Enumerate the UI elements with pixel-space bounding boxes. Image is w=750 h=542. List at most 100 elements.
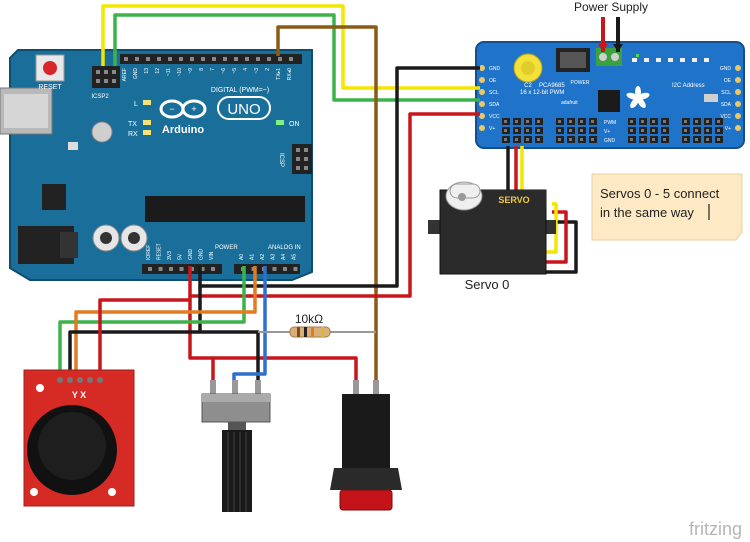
pwm-subtitle: 16 x 12-bit PWM <box>520 90 564 96</box>
digital-header[interactable] <box>120 54 302 64</box>
power-label: POWER <box>215 245 238 251</box>
digital-pin-hole[interactable] <box>157 57 161 61</box>
power-pin-label: RESET <box>157 243 163 260</box>
analog-pin-label: A1 <box>250 254 256 260</box>
icsp-label: ICSP <box>278 153 284 167</box>
note-line-2: in the same way <box>600 205 694 220</box>
analog-pin-hole[interactable] <box>283 267 287 271</box>
pwm-rail-label: V+ <box>604 129 610 135</box>
wire-pot-wiper-blue[interactable] <box>232 266 267 382</box>
analog-pin-hole[interactable] <box>293 267 298 271</box>
c2-label: C2 <box>524 83 532 89</box>
pwm-right-pin-label: GND <box>720 66 732 72</box>
pca9685-chip <box>598 90 620 112</box>
analog-pin-label: A2 <box>260 254 266 260</box>
power-pin-label: VIN <box>209 251 215 260</box>
digital-pin-label: GND <box>133 68 139 80</box>
pwm-left-pin-label: VCC <box>489 114 500 120</box>
wire-pot-5v-red[interactable] <box>188 296 215 382</box>
wire-pot-gnd-black[interactable] <box>198 286 260 382</box>
pwm-right-pin[interactable] <box>735 125 741 131</box>
digital-pin-hole[interactable] <box>201 57 205 61</box>
reset-label: RESET <box>38 84 62 91</box>
analog-header[interactable] <box>234 264 300 274</box>
analog-pin-label: A0 <box>239 254 245 260</box>
pwm-right-pin-label: SDA <box>721 102 732 108</box>
on-led-label: ON <box>289 121 300 128</box>
power-pin-hole[interactable] <box>190 267 194 271</box>
svg-text:+: + <box>191 104 196 114</box>
servo-icon[interactable]: SERVO <box>428 181 556 275</box>
digital-pin-label: ~5 <box>232 68 238 74</box>
digital-pin-hole[interactable] <box>190 57 194 61</box>
pwm-left-pin-label: SDA <box>489 102 500 108</box>
i2c-label: I2C Address <box>672 83 705 89</box>
analog-pin-hole[interactable] <box>272 267 277 271</box>
servo-brand-label: SERVO <box>498 195 529 205</box>
digital-pin-hole[interactable] <box>179 57 183 61</box>
digital-pin-label: ~11 <box>166 68 172 76</box>
digital-pin-hole[interactable] <box>256 57 260 61</box>
wire-button-brown[interactable] <box>276 25 378 380</box>
wire-joystick-green-a0[interactable] <box>58 266 246 382</box>
digital-pin-hole[interactable] <box>223 57 227 61</box>
pwm-left-pin[interactable] <box>479 77 485 83</box>
pwm-left-pin[interactable] <box>479 89 485 95</box>
pwm-right-pin-label: VCC <box>720 114 731 120</box>
wire-joystick-gnd-black[interactable] <box>68 330 200 382</box>
digital-pin-hole[interactable] <box>124 57 128 61</box>
pwm-left-pin-label: GND <box>489 66 501 72</box>
wire-joystick-vcc-red[interactable] <box>98 298 190 382</box>
pwm-right-pin[interactable] <box>735 89 741 95</box>
digital-pin-label: 12 <box>155 68 161 74</box>
power-pin-hole[interactable] <box>148 267 152 271</box>
pwm-left-pin-label: V+ <box>489 126 495 132</box>
wire-pwm-vcc-red[interactable] <box>188 112 480 298</box>
power-pin-hole[interactable] <box>200 267 205 271</box>
atmega-chip <box>145 196 305 222</box>
wire-joystick-orange-a1[interactable] <box>74 266 257 382</box>
digital-pin-label: TX▸1 <box>276 68 282 80</box>
power-pin-hole[interactable] <box>158 267 163 271</box>
power-pin-hole[interactable] <box>211 267 215 271</box>
digital-pin-hole[interactable] <box>146 57 150 61</box>
wire-scl-yellow[interactable] <box>101 4 480 90</box>
digital-pin-hole[interactable] <box>212 57 216 61</box>
digital-pin-hole[interactable] <box>234 57 238 61</box>
pwm-left-pin[interactable] <box>479 65 485 71</box>
joystick-icon[interactable]: Y X <box>23 369 135 507</box>
digital-pin-hole[interactable] <box>289 57 293 61</box>
power-pin-label: IOREF <box>146 245 152 260</box>
digital-pin-hole[interactable] <box>245 57 249 61</box>
pwm-right-pin[interactable] <box>735 113 741 119</box>
digital-pin-hole[interactable] <box>267 57 271 61</box>
pwm-left-pin[interactable] <box>479 113 485 119</box>
power-pin-hole[interactable] <box>169 267 173 271</box>
digital-pin-hole[interactable] <box>168 57 172 61</box>
digital-pin-label: 8 <box>199 68 205 71</box>
wire-button-5v-red[interactable] <box>213 356 358 382</box>
pwm-right-pin[interactable] <box>735 77 741 83</box>
pwm-left-pin[interactable] <box>479 125 485 131</box>
wire-pwm-gnd-black[interactable] <box>198 66 480 288</box>
resistor-icon[interactable] <box>258 326 376 338</box>
digital-pin-label: ~9 <box>188 68 194 74</box>
pwm-left-pin[interactable] <box>479 101 485 107</box>
icsp2-label: ICSP2 <box>91 94 109 100</box>
digital-pin-hole[interactable] <box>135 57 139 61</box>
pwm-left-pin-label: OE <box>489 78 497 84</box>
power-pin-hole[interactable] <box>179 267 184 271</box>
pushbutton-icon[interactable] <box>330 380 402 511</box>
wire-sda-green[interactable] <box>113 13 480 102</box>
pwm-right-pin[interactable] <box>735 101 741 107</box>
analog-in-label: ANALOG IN <box>268 245 301 251</box>
digital-pin-hole[interactable] <box>278 57 282 61</box>
pwm-right-pin[interactable] <box>735 65 741 71</box>
note-card[interactable]: Servos 0 - 5 connect in the same way <box>591 173 743 241</box>
digital-pin-label: ~10 <box>177 68 183 77</box>
digital-pin-label: RX◂0 <box>287 68 293 80</box>
potentiometer-icon[interactable] <box>201 380 271 512</box>
